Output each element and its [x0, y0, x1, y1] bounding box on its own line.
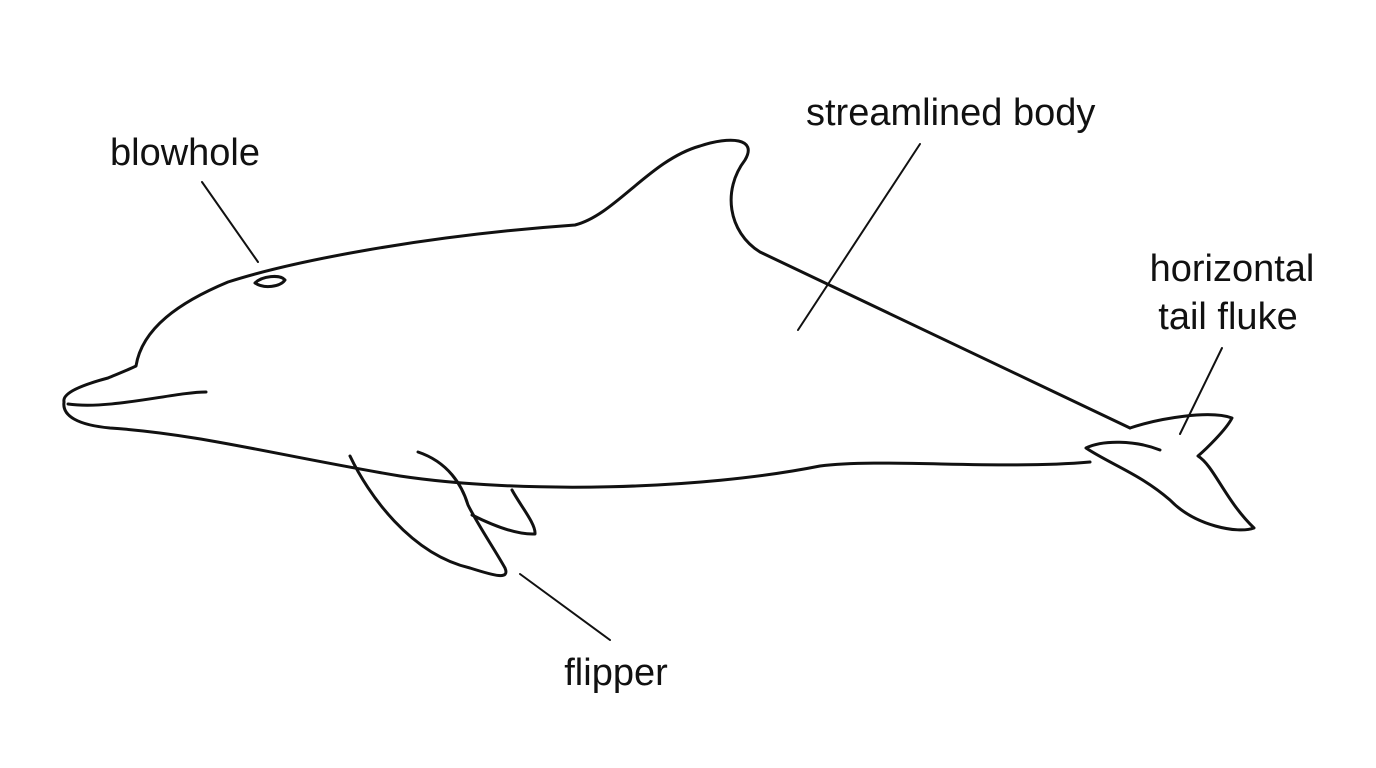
- flipper-label: flipper: [564, 652, 668, 694]
- streamlined-body-leader-line: [797, 143, 921, 331]
- dolphin-flipper: [348, 450, 508, 577]
- dolphin-mouth-line: [66, 390, 208, 407]
- dolphin-tail-fluke: [1084, 413, 1256, 532]
- tail-fluke-label-line2: tail fluke: [1158, 296, 1297, 338]
- dolphin-ventral-fin: [470, 488, 537, 536]
- blowhole-label: blowhole: [110, 132, 260, 174]
- blowhole-leader-line: [201, 181, 259, 263]
- tail-fluke-label-line1: horizontal: [1150, 248, 1315, 290]
- dolphin-illustration: [62, 138, 1256, 577]
- dolphin-upper-outline: [62, 138, 1132, 430]
- streamlined-body-label: streamlined body: [806, 92, 1095, 134]
- dolphin-lower-outline: [62, 400, 1092, 489]
- flipper-leader-line: [519, 573, 611, 641]
- tail-fluke-leader-line: [1179, 347, 1223, 435]
- dolphin-blowhole-mark: [253, 274, 287, 289]
